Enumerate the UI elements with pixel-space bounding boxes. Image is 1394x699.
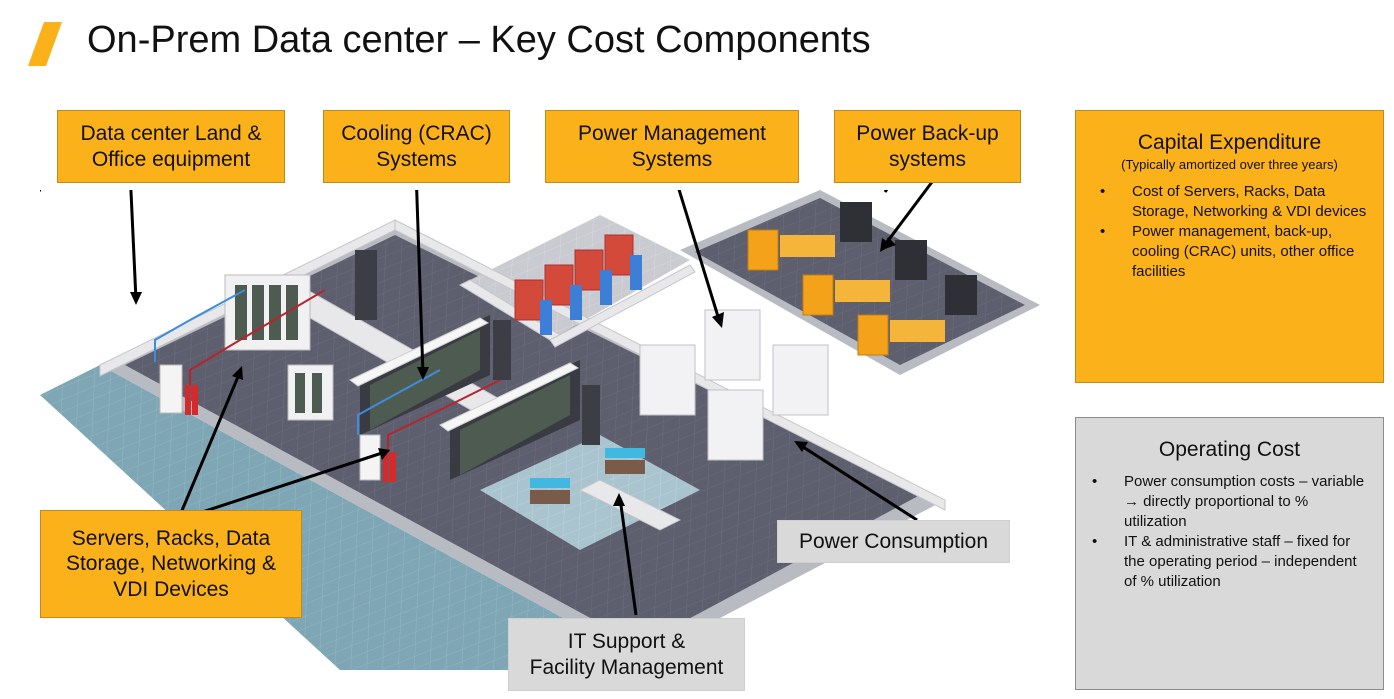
capex-bullet: Cost of Servers, Racks, Data Storage, Ne…	[1090, 182, 1369, 222]
label-cooling-crac: Cooling (CRAC) Systems	[323, 110, 510, 183]
label-line: Power Management	[578, 122, 766, 146]
label-line: VDI Devices	[113, 577, 229, 601]
label-line: Storage, Networking &	[65, 552, 277, 576]
callout-arrows	[40, 190, 918, 616]
title-accent-slash	[27, 22, 63, 66]
capex-bullets: Cost of Servers, Racks, Data Storage, Ne…	[1090, 182, 1369, 282]
generators	[747, 202, 977, 356]
fan-icon	[840, 202, 977, 315]
opex-heading: Operating Cost	[1158, 438, 1301, 461]
opex-bullet: IT & administrative staff – fixed for th…	[1092, 532, 1369, 592]
power-cabinets	[639, 309, 829, 461]
label-line: Office equipment	[91, 147, 251, 171]
label-line: Servers, Racks, Data	[71, 527, 271, 551]
capex-panel: Capital Expenditure (Typically amortized…	[1075, 110, 1384, 383]
datacenter-illustration	[40, 190, 1040, 670]
capex-subheading: (Typically amortized over three years)	[1121, 157, 1338, 172]
storage-racks	[514, 234, 642, 335]
label-power-backup: Power Back-up systems	[834, 110, 1021, 183]
label-servers-racks: Servers, Racks, Data Storage, Networking…	[40, 510, 302, 618]
corridor-floor	[40, 365, 640, 670]
label-line: Cooling (CRAC)	[341, 122, 492, 146]
opex-panel: Operating Cost Power consumption costs –…	[1075, 417, 1384, 690]
label-it-support: IT Support & Facility Management	[508, 618, 745, 691]
opex-bullet: Power consumption costs – variable → dir…	[1092, 472, 1369, 532]
opex-bullets: Power consumption costs – variable → dir…	[1090, 472, 1369, 592]
server-racks-room-1	[154, 250, 377, 421]
label-land-office: Data center Land & Office equipment	[57, 110, 285, 183]
label-line: Systems	[376, 147, 457, 171]
label-line: Power Back-up	[856, 122, 999, 146]
page-title: On-Prem Data center – Key Cost Component…	[87, 19, 871, 61]
label-line: IT Support &	[567, 630, 686, 654]
capex-heading: Capital Expenditure	[1137, 131, 1322, 154]
label-power-consumption: Power Consumption	[777, 520, 1010, 563]
backup-arrow	[880, 181, 934, 252]
label-line: Facility Management	[529, 655, 724, 679]
label-line: Data center Land &	[80, 122, 262, 146]
label-line: Systems	[631, 147, 713, 171]
label-line: systems	[888, 147, 966, 171]
label-line: Power Consumption	[798, 529, 989, 553]
operator-desks	[530, 448, 645, 504]
capex-bullet: Power management, back-up, cooling (CRAC…	[1090, 222, 1369, 282]
label-power-management: Power Management Systems	[545, 110, 799, 183]
